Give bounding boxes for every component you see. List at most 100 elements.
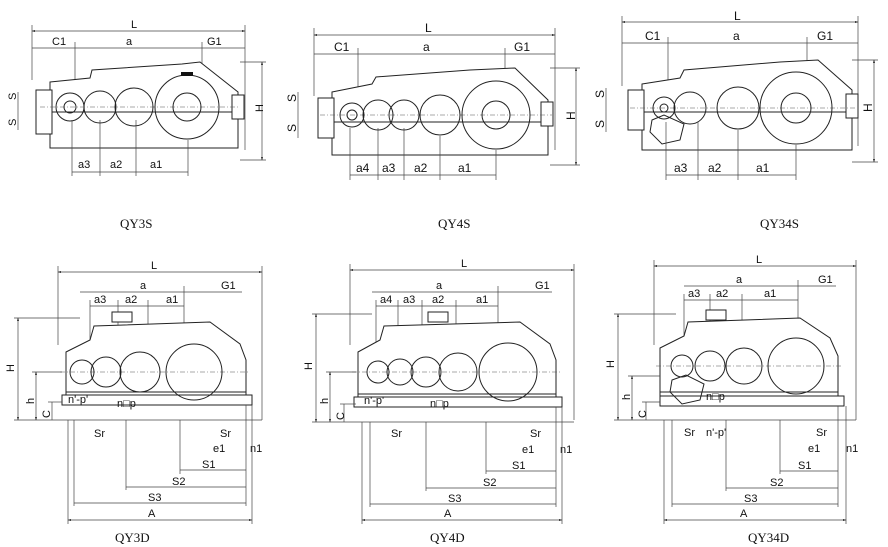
gear-3	[725, 347, 763, 385]
figure-qy4s: L C1 a G1 S S H a4 a3 a2 a1 QY4S	[285, 21, 580, 231]
gear-4	[767, 337, 825, 395]
housing	[49, 61, 239, 149]
dim-S3: S3	[744, 493, 757, 505]
gear-3	[114, 87, 154, 127]
dim-C1: C1	[52, 36, 66, 48]
dim-Sr-left: Sr	[391, 428, 402, 440]
figure-qy34d: L a G1 a3 a2 a1 H h C n□p n'-p' Sr Sr e1…	[605, 254, 858, 545]
dim-a1: a1	[166, 294, 178, 306]
caption: QY4D	[430, 530, 465, 545]
dim-L: L	[425, 21, 432, 35]
dim-L: L	[151, 260, 157, 272]
dim-S1: S1	[202, 459, 215, 471]
bevel-gear	[649, 114, 685, 145]
dim-G1: G1	[817, 29, 833, 43]
dim-np: n□p	[430, 398, 449, 410]
housing	[65, 321, 247, 401]
caption: QY3D	[115, 530, 150, 545]
dim-a2: a2	[708, 161, 722, 175]
dim-np: n□p	[706, 391, 725, 403]
dim-Sr-left: Sr	[94, 428, 105, 440]
dim-L: L	[756, 254, 762, 266]
dim-n1: n1	[250, 443, 262, 455]
gear-4	[438, 352, 478, 392]
dim-a1: a1	[150, 159, 162, 171]
dim-S2: S2	[770, 477, 783, 489]
dim-G1: G1	[221, 280, 236, 292]
dim-Sr-right: Sr	[816, 427, 827, 439]
dim-S2: S2	[483, 477, 496, 489]
gear-2	[694, 350, 726, 382]
dim-S-top: S	[7, 93, 19, 100]
dim-a2: a2	[125, 294, 137, 306]
dim-e1: e1	[522, 444, 534, 456]
dim-Sr-right: Sr	[530, 428, 541, 440]
gear-1	[366, 360, 390, 384]
dim-a4: a4	[380, 294, 392, 306]
dim-S-bottom: S	[285, 124, 299, 132]
dim-a: a	[126, 36, 133, 48]
dim-h: h	[25, 398, 37, 404]
dim-H: H	[861, 103, 875, 112]
dim-G1: G1	[207, 36, 222, 48]
figure-qy4d: L a G1 a4 a3 a2 a1 H h C n'-p' n□p Sr Sr…	[303, 258, 575, 545]
dim-H: H	[303, 362, 315, 370]
dim-S3: S3	[448, 493, 461, 505]
gear-4	[165, 343, 223, 401]
dim-np: n□p	[117, 398, 136, 410]
dim-H: H	[254, 104, 266, 112]
housing	[641, 59, 853, 151]
gear-5	[461, 80, 531, 150]
dim-a: a	[423, 40, 430, 54]
dim-a2: a2	[716, 288, 728, 300]
gear-2	[386, 358, 414, 386]
dim-a1: a1	[476, 294, 488, 306]
dim-S1: S1	[798, 460, 811, 472]
dim-h: h	[621, 394, 633, 400]
dim-n1: n1	[846, 443, 858, 455]
dim-L: L	[131, 19, 137, 31]
dim-a2: a2	[432, 294, 444, 306]
gear-1	[339, 102, 365, 128]
dim-np1: n'-p'	[706, 427, 726, 439]
dim-H: H	[564, 111, 578, 120]
dim-a3: a3	[403, 294, 415, 306]
dim-S-bottom: S	[593, 120, 607, 128]
dim-a1: a1	[458, 161, 472, 175]
dim-Sr-left: Sr	[684, 427, 695, 439]
dim-Sr-right: Sr	[220, 428, 231, 440]
dim-np1: n'-p'	[364, 395, 384, 407]
gear-3	[716, 86, 760, 130]
dim-L: L	[734, 9, 741, 23]
gear-1	[69, 359, 95, 385]
dim-a2: a2	[414, 161, 428, 175]
dim-C: C	[335, 412, 347, 420]
gear-1	[652, 96, 676, 120]
dim-A: A	[740, 508, 748, 520]
dim-S1: S1	[512, 460, 525, 472]
dim-S-bottom: S	[7, 119, 19, 126]
gear-4	[419, 94, 461, 136]
dim-H: H	[605, 360, 617, 368]
figure-qy3s: L C1 a G1 S S H a3 a2 a1 QY3S	[7, 19, 266, 231]
caption: QY3S	[120, 216, 153, 231]
dim-a4: a4	[356, 161, 370, 175]
dim-a1: a1	[764, 288, 776, 300]
dim-a: a	[140, 280, 147, 292]
dim-a2: a2	[110, 159, 122, 171]
dim-C: C	[637, 410, 649, 418]
dim-H: H	[5, 364, 17, 372]
dim-S-top: S	[593, 90, 607, 98]
dim-C1: C1	[334, 40, 350, 54]
caption: QY4S	[438, 216, 471, 231]
dim-a3: a3	[688, 288, 700, 300]
dim-np1: n'-p'	[68, 394, 88, 406]
gear-3	[410, 356, 442, 388]
gear-4	[759, 71, 833, 145]
gear-1	[670, 354, 694, 378]
gear-2	[90, 356, 122, 388]
dim-S-top: S	[285, 94, 299, 102]
figure-qy34s: L C1 a G1 S S H a3 a2 a1 QY34S	[593, 9, 878, 231]
figure-qy3d: L a G1 a3 a2 a1 H h C n'-p' n□p Sr Sr e1…	[5, 260, 263, 545]
